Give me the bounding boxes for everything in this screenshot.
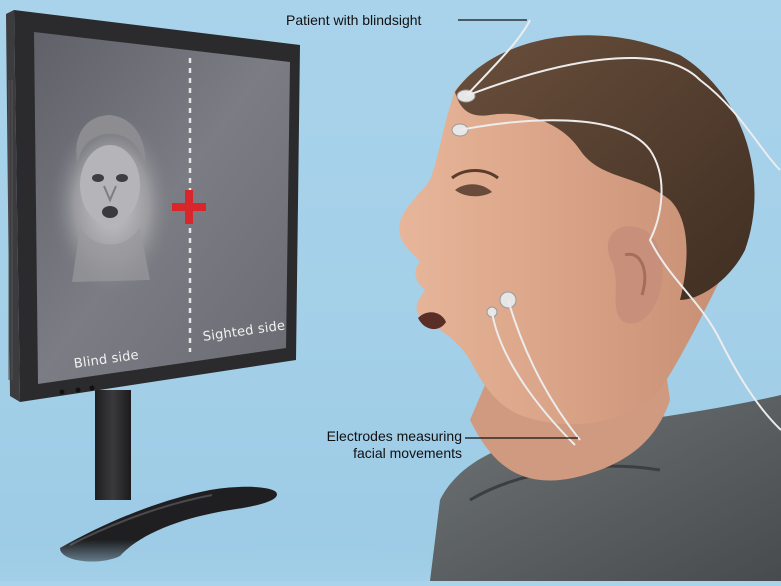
electrodes-label-line1: Electrodes measuring (316, 428, 462, 445)
electrodes-label-line2: facial movements (316, 445, 462, 462)
patient-head (399, 35, 755, 424)
monitor-stand (60, 390, 277, 562)
face-stimulus (50, 113, 174, 297)
patient-label: Patient with blindsight (286, 12, 421, 29)
electrodes-label: Electrodes measuring facial movements (316, 428, 462, 462)
